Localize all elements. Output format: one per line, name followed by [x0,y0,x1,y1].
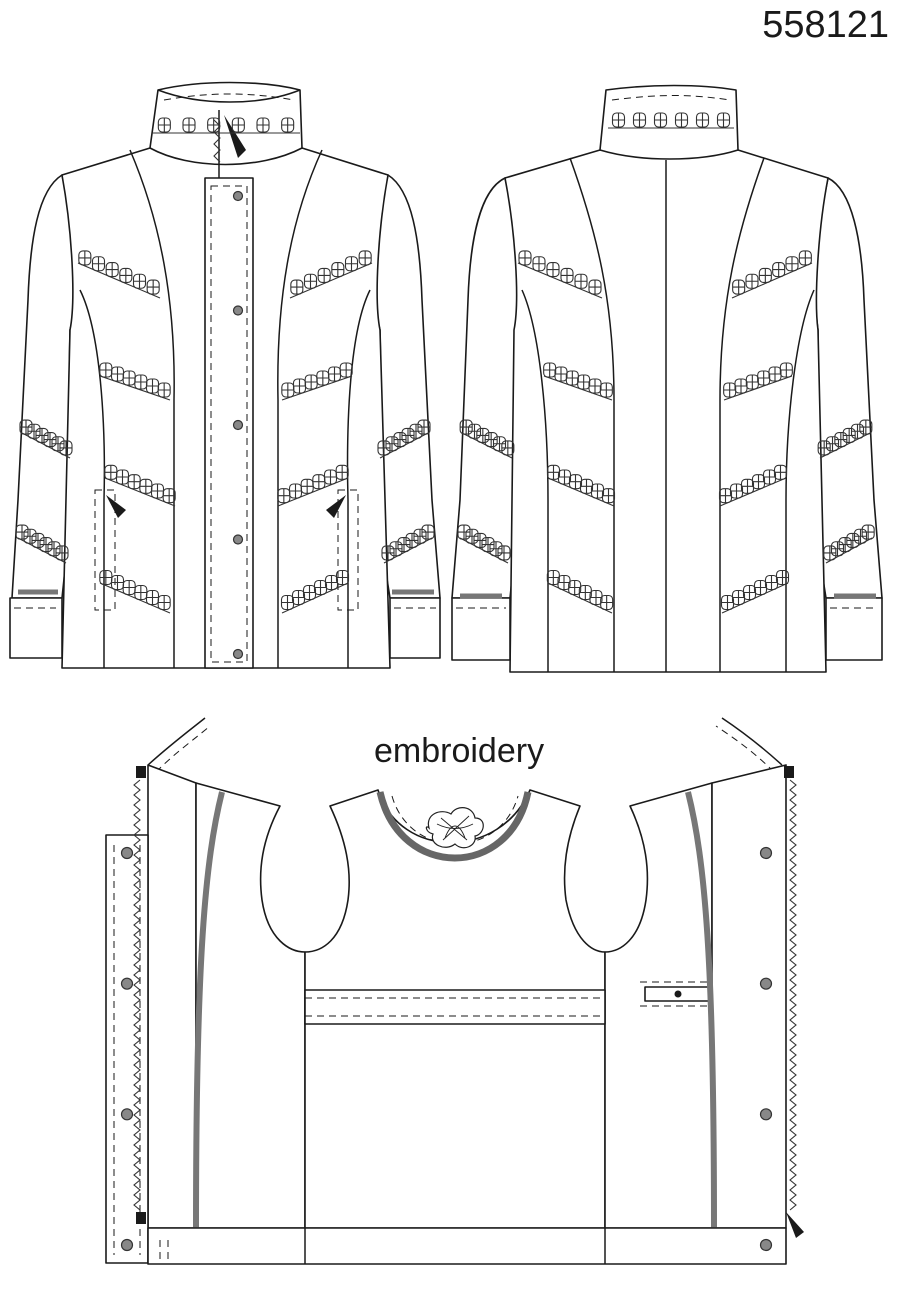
embroidery-band [281,362,353,401]
embroidery-band [152,117,300,134]
inside-left-front [147,764,197,1229]
button-icon [120,977,134,990]
button-icon [759,977,773,990]
embroidery-band [99,362,171,401]
front-view [9,81,441,669]
collar-zip-pull-icon [224,115,246,158]
front-buttons [232,190,244,660]
embroidery-band [77,250,161,299]
inside-hem [147,1227,787,1265]
article-number: 558121 [762,4,889,46]
button-icon [759,1238,773,1252]
embroidery-band [823,524,875,564]
front-left-cuff [9,597,63,659]
embroidery-band [377,419,431,459]
embroidery-band [104,464,176,507]
embroidery-band [718,464,788,507]
embroidery-band [608,112,734,129]
back-view [451,84,883,673]
button-icon [232,534,244,545]
embroidery-band [731,250,813,299]
embroidery-band [457,524,511,564]
embroidery-band [289,250,373,299]
right-facing-binding [685,791,717,1229]
button-icon [232,190,244,202]
embroidery-band [277,464,349,507]
back-left-cuff [451,597,511,661]
left-facing-binding [193,791,225,1229]
zipper-teeth [133,779,797,1211]
embroidery-label: embroidery [374,732,545,770]
front-placket [204,177,254,669]
button-icon [120,1238,134,1252]
hanger-tape [304,989,606,1025]
inside-zip-pull-icon [786,1212,804,1238]
front-embroidery [15,117,435,614]
embroidery-band [546,464,616,507]
neck-binding [376,791,532,862]
inside-buttons [120,846,773,1252]
inside-view [105,717,804,1265]
embroidery-band [99,569,171,614]
button-icon [232,648,244,660]
front-collar [149,81,303,166]
back-collar [599,84,739,160]
embroidery-band [19,419,73,459]
inside-right-front [711,764,787,1229]
button-icon [759,1108,773,1121]
embroidery-band [381,524,435,564]
button-icon [232,419,244,431]
button-icon [232,305,244,316]
back-embroidery [457,112,875,614]
right-pocket-zip [337,489,359,611]
embroidery-band [723,362,793,401]
embroidery-band [459,419,515,459]
embroidery-band [15,524,69,564]
embroidery-band [543,362,613,401]
flower-logo-icon [425,807,484,849]
left-pocket-zip [94,489,116,611]
back-right-cuff [825,597,883,661]
embroidery-band [280,569,350,614]
inside-back-lining [195,782,306,1229]
button-icon [120,846,134,860]
button-icon [120,1108,134,1121]
embroidery-band [720,569,790,614]
embroidery-band [546,569,614,614]
embroidery-band [817,419,873,459]
inside-left-placket [105,834,149,1264]
embroidery-band [517,250,603,299]
button-icon [759,846,773,860]
front-right-cuff [389,597,441,659]
